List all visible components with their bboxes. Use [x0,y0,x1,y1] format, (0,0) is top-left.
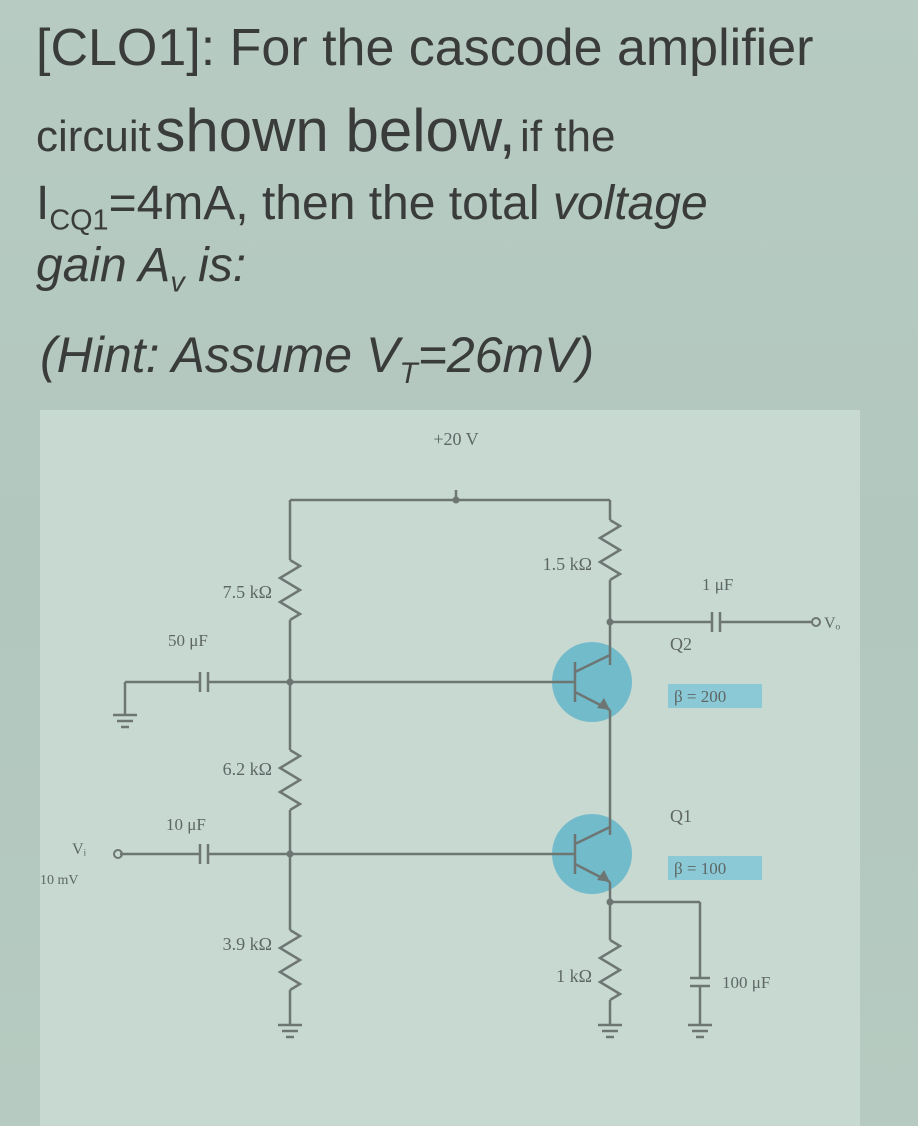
r3-label: 3.9 kΩ [223,934,272,954]
hint-subscript: T [399,357,418,390]
question-word-is: is: [198,239,247,292]
icq1-symbol: I [36,177,50,230]
icq1-subscript: CQ1 [49,204,109,237]
r2-label: 6.2 kΩ [223,759,272,779]
cascode-circuit-diagram: +20 V 7.5 kΩ 50 μF 6.2 kΩ 10 μF 3.9 kΩ 1… [40,410,860,1126]
circuit-wires [120,490,812,1025]
q1-emitter-arrow [597,870,610,882]
question-line-3: ICQ1=4mA, then the total voltage [36,176,708,238]
input-terminal [113,849,123,859]
output-terminal [811,617,821,627]
hint: (Hint: Assume VT=26mV) [40,326,594,391]
gain-symbol: gain A [36,239,171,292]
c-e-label: 100 μF [722,973,770,992]
supply-label: +20 V [433,429,478,449]
question-word-if-the: if the [520,112,616,161]
vout-label: Vₒ [824,615,841,632]
hint-text-b: =26mV) [417,327,595,383]
question-line-4: gain Av is: [36,238,246,300]
beta2-badge [668,684,762,708]
vin-value-label: 10 mV [40,873,79,888]
ground-symbols [113,713,712,1039]
q2-label: Q2 [670,634,692,654]
q1-highlight [552,814,632,894]
question-line-3-text: =4mA, then the total [108,177,540,230]
rc-label: 1.5 kΩ [543,554,592,574]
beta1-label: β = 100 [674,859,726,878]
re-label: 1 kΩ [556,966,592,986]
hint-text-a: (Hint: Assume V [40,327,400,383]
r1-label: 7.5 kΩ [223,582,272,602]
question-word-circuit: circuit [36,112,151,161]
q1-label: Q1 [670,806,692,826]
beta2-label: β = 200 [674,687,726,706]
beta1-badge [668,856,762,880]
circuit-panel [40,410,860,1126]
c-in-label: 10 μF [166,815,206,834]
junction-dots [286,496,614,906]
vin-label: Vᵢ [72,841,87,858]
question-line-1: [CLO1]: For the cascode amplifier [36,19,814,77]
c-bias-label: 50 μF [168,631,208,650]
question-word-shown-below: shown below, [155,97,516,164]
gain-subscript: v [170,266,185,299]
question-line-2: circuit shown below, if the [36,96,615,165]
q2-emitter-arrow [597,698,610,710]
q2-highlight [552,642,632,722]
question-word-voltage: voltage [552,177,708,230]
c-out-label: 1 μF [702,575,733,594]
